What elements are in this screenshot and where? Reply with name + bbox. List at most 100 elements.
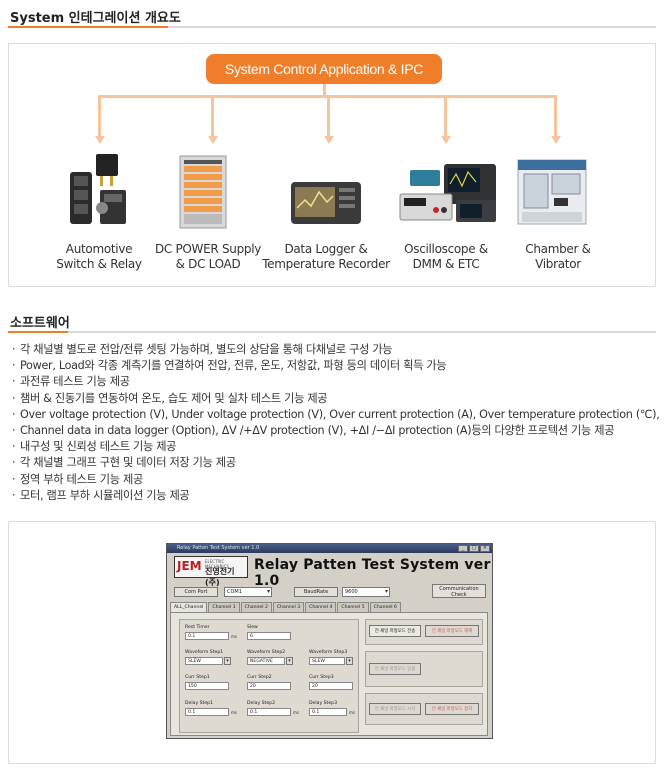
app-titlebar: Relay Patten Test System ver 1.0 _ □ × xyxy=(167,544,492,553)
waveform-step1-dropdown-icon[interactable]: ▾ xyxy=(224,657,231,665)
slew-input[interactable]: 6 xyxy=(247,632,291,640)
list-item: 모터, 램프 부하 시뮬레이션 기능 제공 xyxy=(12,488,652,504)
logo-tagline: ELECTRIC MECHANICS xyxy=(205,559,230,569)
waveform-step3-select[interactable]: SLEW xyxy=(309,657,345,665)
tab-all-channel[interactable]: ALL_Channel xyxy=(170,602,208,612)
curr-step1-label: Curr Step1 xyxy=(185,675,210,680)
tab-channel-4[interactable]: Channel 4 xyxy=(305,602,337,612)
tab-channel-2[interactable]: Channel 2 xyxy=(240,602,272,612)
device-label-chamber-line1: Chamber & xyxy=(525,242,591,256)
rest-timer-label: Rest Timer xyxy=(185,625,210,630)
communication-check-button[interactable]: Communication Check xyxy=(432,584,486,598)
connection-settings: Com Port COM1 BaudRate 9600 Communicatio… xyxy=(170,584,491,600)
delay-step2-label: Delay Step2 xyxy=(247,701,276,706)
connector-branch-4 xyxy=(444,95,447,137)
device-label-chamber-line2: Vibrator xyxy=(535,257,581,271)
baudrate-select[interactable]: 9600 xyxy=(342,587,390,597)
integration-diagram xyxy=(8,43,656,287)
section-title-rule-2 xyxy=(8,331,656,333)
relay-switch-icon xyxy=(70,154,126,224)
delay-step2-unit: ms xyxy=(293,710,299,715)
list-item: Power, Load와 각종 계측기를 연결하여 전압, 전류, 온도, 저항… xyxy=(12,358,652,374)
delay-step1-unit: ms xyxy=(231,710,237,715)
curr-step1-input[interactable]: 150 xyxy=(185,682,229,690)
all-channel-stop-button[interactable]: 전 채널 파형모드 정지 xyxy=(425,703,479,715)
channel-tabs: ALL_Channel Channel 1 Channel 2 Channel … xyxy=(170,602,402,612)
curr-step2-input[interactable]: 20 xyxy=(247,682,291,690)
app-title: Relay Patten Test System ver 1.0 xyxy=(254,557,491,589)
delay-step3-unit: ms xyxy=(349,710,355,715)
curr-step2-label: Curr Step2 xyxy=(247,675,272,680)
list-item: 각 채널별 그래프 구현 및 데이터 저장 기능 제공 xyxy=(12,455,652,471)
device-label-logger-line1: Data Logger & xyxy=(284,242,368,256)
all-channel-set-button[interactable]: 전 채널 파형모드 전송 xyxy=(369,625,421,637)
app-screenshot-frame xyxy=(8,521,656,764)
list-item: 과전류 테스트 기능 제공 xyxy=(12,374,652,390)
delay-step2-input[interactable]: 0.1 xyxy=(247,708,291,716)
delay-step3-label: Delay Step3 xyxy=(309,701,338,706)
device-label-relay-line1: Automotive xyxy=(65,242,133,256)
rest-timer-unit: ms xyxy=(231,634,237,639)
connector-arrow-1 xyxy=(94,136,105,144)
waveform-step1-label: Waveform Step1 xyxy=(185,650,224,655)
section-title-software: 소프트웨어 xyxy=(10,316,70,331)
window-title: Relay Patten Test System ver 1.0 xyxy=(177,545,260,551)
tab-channel-5[interactable]: Channel 5 xyxy=(337,602,369,612)
curr-step3-label: Curr Step3 xyxy=(309,675,334,680)
minimize-icon[interactable]: _ xyxy=(458,545,468,552)
waveform-step2-dropdown-icon[interactable]: ▾ xyxy=(286,657,293,665)
software-feature-list: 각 채널별 별도로 전압/전류 셋팅 가능하며, 별도의 상담을 통해 다채널로… xyxy=(12,342,660,504)
data-logger-icon xyxy=(291,182,361,224)
app-window: Relay Patten Test System ver 1.0 _ □ × J… xyxy=(166,543,493,739)
all-channel-panel: Rest Timer 0.1 ms Slew 6 Waveform Step1 … xyxy=(170,612,488,736)
tab-channel-3[interactable]: Channel 3 xyxy=(272,602,305,612)
connector-branch-5 xyxy=(554,95,557,137)
connector-arrow-5 xyxy=(550,136,561,144)
list-item-continuation: Channel data in data logger (Option), ΔV… xyxy=(12,423,652,439)
list-item: 내구성 및 신뢰성 테스트 기능 제공 xyxy=(12,439,652,455)
all-channel-check-button[interactable]: 전 채널 파형모드 일괄 xyxy=(369,663,421,675)
com-port-button[interactable]: Com Port xyxy=(174,587,218,597)
curr-step3-input[interactable]: 20 xyxy=(309,682,353,690)
all-channel-start-button[interactable]: 전 채널 파형모드 시작 xyxy=(369,703,421,715)
list-item: 각 채널별 별도로 전압/전류 셋팅 가능하며, 별도의 상담을 통해 다채널로… xyxy=(12,342,652,358)
logo-brand: JEM xyxy=(177,559,202,573)
tab-channel-6[interactable]: Channel 6 xyxy=(369,602,401,612)
baudrate-button[interactable]: BaudRate xyxy=(294,587,338,597)
chamber-icon xyxy=(517,159,587,225)
hub-connector-vertical xyxy=(323,84,326,96)
device-label-logger-line2: Temperature Recorder xyxy=(262,257,390,271)
app-header: JEM ELECTRIC MECHANICS 진영전기(주) Relay Pat… xyxy=(170,556,491,589)
device-label-relay-line2: Switch & Relay xyxy=(56,257,142,271)
oscilloscope-icon xyxy=(399,164,496,222)
connector-branch-3 xyxy=(327,95,330,137)
waveform-step3-label: Waveform Step3 xyxy=(309,650,348,655)
waveform-step3-dropdown-icon[interactable]: ▾ xyxy=(346,657,353,665)
rest-timer-input[interactable]: 0.1 xyxy=(185,632,229,640)
section-title-integration: System 인테그레이션 개요도 xyxy=(10,11,181,26)
waveform-step1-select[interactable]: SLEW xyxy=(185,657,223,665)
waveform-step2-label: Waveform Step2 xyxy=(247,650,286,655)
list-item: 챔버 & 진동기를 연동하여 온도, 습도 제어 및 실차 테스트 기능 제공 xyxy=(12,391,652,407)
tab-channel-1[interactable]: Channel 1 xyxy=(208,602,240,612)
waveform-step2-select[interactable]: NEGATIVE xyxy=(247,657,285,665)
delay-step1-label: Delay Step1 xyxy=(185,701,214,706)
device-label-power-line2: & DC LOAD xyxy=(175,257,241,271)
delay-step3-input[interactable]: 0.1 xyxy=(309,708,347,716)
maximize-icon[interactable]: □ xyxy=(469,545,479,552)
all-channel-reset-button[interactable]: 전 채널 파형모드 해제 xyxy=(425,625,479,637)
connector-arrow-4 xyxy=(440,136,451,144)
list-item: Over voltage protection (V), Under volta… xyxy=(12,407,660,423)
device-label-scope-line1: Oscilloscope & xyxy=(404,242,488,256)
com-port-select[interactable]: COM1 xyxy=(224,587,272,597)
ipc-hub-box: System Control Application & IPC xyxy=(206,54,442,84)
close-icon[interactable]: × xyxy=(480,545,490,552)
section-title-rule xyxy=(8,26,656,28)
device-label-power-line1: DC POWER Supply xyxy=(154,242,262,256)
slew-label: Slew xyxy=(247,625,258,630)
device-label-scope-line2: DMM & ETC xyxy=(412,257,480,271)
company-logo: JEM ELECTRIC MECHANICS 진영전기(주) xyxy=(174,556,248,587)
power-rack-icon xyxy=(179,155,227,229)
delay-step1-input[interactable]: 0.1 xyxy=(185,708,229,716)
connector-arrow-2 xyxy=(207,136,218,144)
